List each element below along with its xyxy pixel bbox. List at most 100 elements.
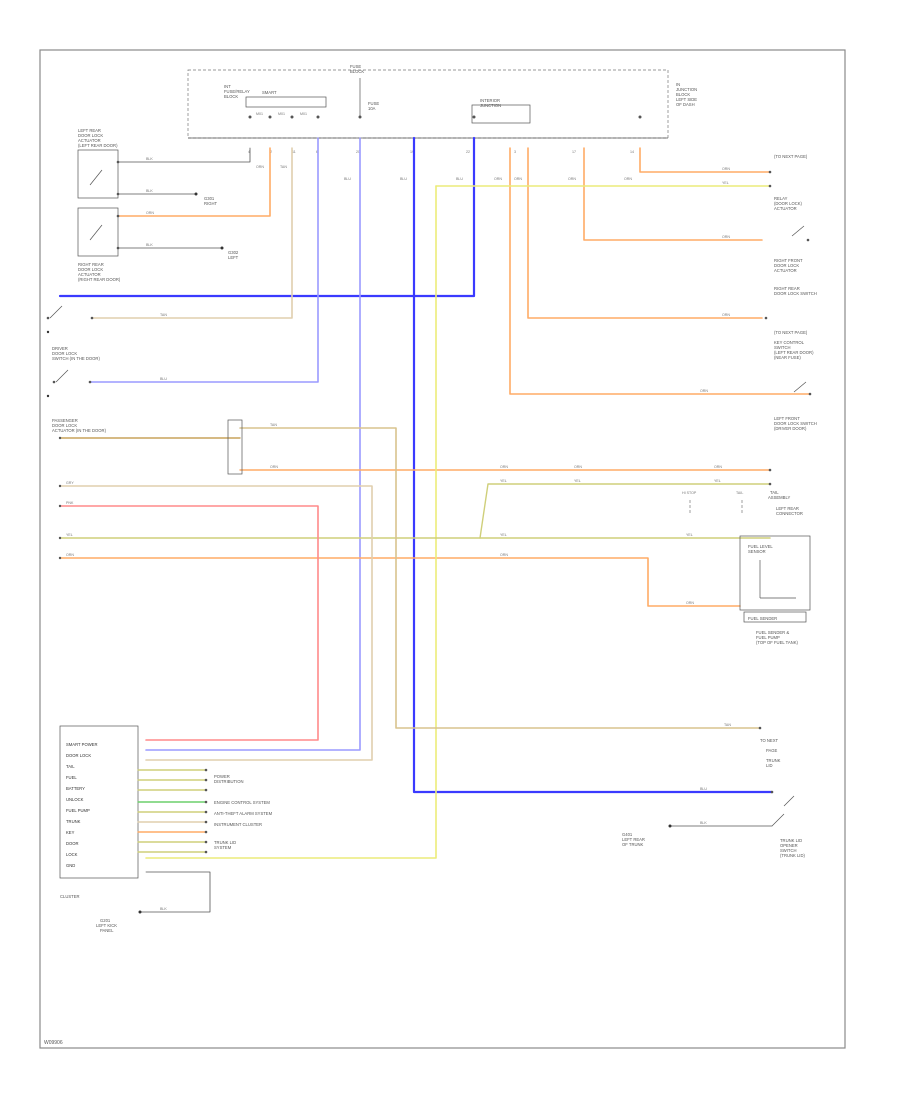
svg-text:DOOR LOCK: DOOR LOCK: [66, 753, 91, 758]
svg-text:LEFT REAR: LEFT REAR: [776, 506, 799, 511]
svg-text:JUNCTION: JUNCTION: [676, 87, 697, 92]
svg-text:RELAY: RELAY: [774, 196, 788, 201]
svg-text:TAIL: TAIL: [736, 491, 743, 495]
left-rear-door-switch: LEFT REAR DOOR LOCK ACTUATOR (LEFT REAR …: [77, 128, 120, 199]
svg-text:G201: G201: [100, 918, 111, 923]
wire-blue-main: [58, 136, 774, 794]
svg-text:DOOR LOCK: DOOR LOCK: [52, 423, 77, 428]
svg-text:2: 2: [270, 150, 272, 154]
svg-text:(DOOR LOCK): (DOOR LOCK): [774, 201, 803, 206]
svg-text:FUEL: FUEL: [66, 775, 77, 780]
svg-text:ORN: ORN: [722, 313, 730, 317]
wire-tan: [59, 147, 761, 761]
svg-text:BLU: BLU: [456, 177, 463, 181]
svg-text:TAIL: TAIL: [770, 490, 779, 495]
svg-text:TRUNK LID: TRUNK LID: [214, 840, 236, 845]
passenger-door-connector: PASSENGER DOOR LOCK ACTUATOR (IN THE DOO…: [52, 418, 243, 560]
svg-text:ACTUATOR: ACTUATOR: [78, 272, 101, 277]
svg-text:SYSTEM: SYSTEM: [214, 845, 232, 850]
svg-text:6: 6: [316, 150, 318, 154]
svg-text:BLU: BLU: [400, 177, 407, 181]
svg-text:DOOR LOCK SWITCH: DOOR LOCK SWITCH: [774, 291, 817, 296]
wire-light-blue: [89, 137, 361, 751]
wire-orange: [59, 147, 811, 607]
svg-text:ORN: ORN: [66, 553, 74, 557]
svg-text:BLK: BLK: [700, 821, 707, 825]
svg-text:4: 4: [248, 150, 250, 154]
svg-text:ORN: ORN: [146, 211, 154, 215]
svg-text:RIGHT: RIGHT: [204, 201, 217, 206]
svg-text:(RIGHT REAR DOOR): (RIGHT REAR DOOR): [78, 277, 121, 282]
svg-text:LEFT: LEFT: [228, 255, 239, 260]
svg-text:19: 19: [410, 150, 414, 154]
svg-text:RIGHT REAR: RIGHT REAR: [774, 286, 800, 291]
svg-text:KEY CONTROL: KEY CONTROL: [774, 340, 805, 345]
svg-text:ORN: ORN: [714, 465, 722, 469]
svg-text:DOOR LOCK: DOOR LOCK: [774, 263, 799, 268]
svg-text:SWITCH (IN THE DOOR): SWITCH (IN THE DOOR): [52, 356, 100, 361]
svg-text:(NEAR FUSE): (NEAR FUSE): [774, 355, 801, 360]
svg-text:INT: INT: [224, 84, 231, 89]
svg-text:IN: IN: [676, 82, 680, 87]
svg-text:BLK: BLK: [146, 189, 153, 193]
module-stub-wires: POWER DISTRIBUTION ENGINE CONTROL SYSTEM…: [137, 768, 273, 854]
svg-text:BLOCK: BLOCK: [350, 69, 364, 74]
svg-text:FUEL PUMP: FUEL PUMP: [756, 635, 780, 640]
svg-text:CLUSTER: CLUSTER: [60, 894, 80, 899]
control-module: SMART POWER DOOR LOCK TAIL FUEL BATTERY …: [59, 725, 139, 899]
svg-text:POWER: POWER: [214, 774, 230, 779]
svg-text:YEL: YEL: [500, 533, 507, 537]
fuel-level-sensor: FUEL LEVEL SENSOR FUEL SENDER FUEL SENDE…: [739, 535, 811, 645]
svg-text:ORN: ORN: [514, 177, 522, 181]
svg-text:TRUNK LID: TRUNK LID: [780, 838, 802, 843]
svg-text:TAIL: TAIL: [66, 764, 75, 769]
door-switch-2: DRIVER DOOR LOCK SWITCH (IN THE DOOR): [46, 346, 100, 398]
svg-text:DOOR LOCK: DOOR LOCK: [78, 133, 103, 138]
svg-text:17: 17: [572, 150, 576, 154]
ground-symbols-top: G301 RIGHT G302 LEFT: [194, 192, 239, 260]
svg-text:FUEL LEVEL: FUEL LEVEL: [748, 544, 773, 549]
svg-text:G302: G302: [228, 250, 239, 255]
svg-text:SMART POWER: SMART POWER: [66, 742, 98, 747]
svg-text:10A: 10A: [368, 106, 376, 111]
svg-text:M01: M01: [256, 112, 263, 116]
svg-text:SMART: SMART: [262, 90, 277, 95]
svg-text:(DRIVER DOOR): (DRIVER DOOR): [774, 426, 807, 431]
svg-text:ORN: ORN: [624, 177, 632, 181]
tail-assembly: TAIL ASSEMBLY HI STOP TAIL LEFT REAR CON…: [682, 468, 803, 516]
svg-text:ORN: ORN: [494, 177, 502, 181]
svg-text:G301: G301: [204, 196, 215, 201]
svg-text:DISTRIBUTION: DISTRIBUTION: [214, 779, 244, 784]
svg-text:DOOR: DOOR: [66, 841, 79, 846]
svg-text:3: 3: [514, 150, 516, 154]
svg-text:BLK: BLK: [146, 157, 153, 161]
svg-text:LEFT SIDE: LEFT SIDE: [676, 97, 697, 102]
svg-text:ACTUATOR (IN THE DOOR): ACTUATOR (IN THE DOOR): [52, 428, 107, 433]
svg-text:OF DASH: OF DASH: [676, 102, 695, 107]
svg-text:FUSE: FUSE: [350, 64, 361, 69]
svg-text:BLU: BLU: [700, 787, 707, 791]
svg-text:(LEFT REAR DOOR): (LEFT REAR DOOR): [78, 143, 118, 148]
svg-text:LEFT KICK: LEFT KICK: [96, 923, 117, 928]
svg-text:ORN: ORN: [686, 601, 694, 605]
svg-text:M01: M01: [300, 112, 307, 116]
svg-text:GND: GND: [66, 863, 75, 868]
svg-text:KEY: KEY: [66, 830, 75, 835]
svg-text:TAN: TAN: [280, 165, 287, 169]
svg-text:PANEL: PANEL: [100, 928, 114, 933]
svg-text:ORN: ORN: [568, 177, 576, 181]
right-rear-door-switch: RIGHT REAR DOOR LOCK ACTUATOR (RIGHT REA…: [77, 207, 121, 282]
svg-text:LEFT REAR: LEFT REAR: [622, 837, 645, 842]
svg-text:YEL: YEL: [500, 479, 507, 483]
door-switch-1: [46, 305, 94, 334]
wire-yellow: [145, 185, 771, 859]
svg-text:INTERIOR: INTERIOR: [480, 98, 500, 103]
svg-text:FUEL SENDER: FUEL SENDER: [748, 616, 777, 621]
svg-text:DOOR LOCK: DOOR LOCK: [52, 351, 77, 356]
wire-pink: [59, 505, 319, 741]
svg-text:OPENER: OPENER: [780, 843, 798, 848]
svg-text:ORN: ORN: [700, 389, 708, 393]
svg-text:YEL: YEL: [714, 479, 721, 483]
svg-text:ASSEMBLY: ASSEMBLY: [768, 495, 790, 500]
